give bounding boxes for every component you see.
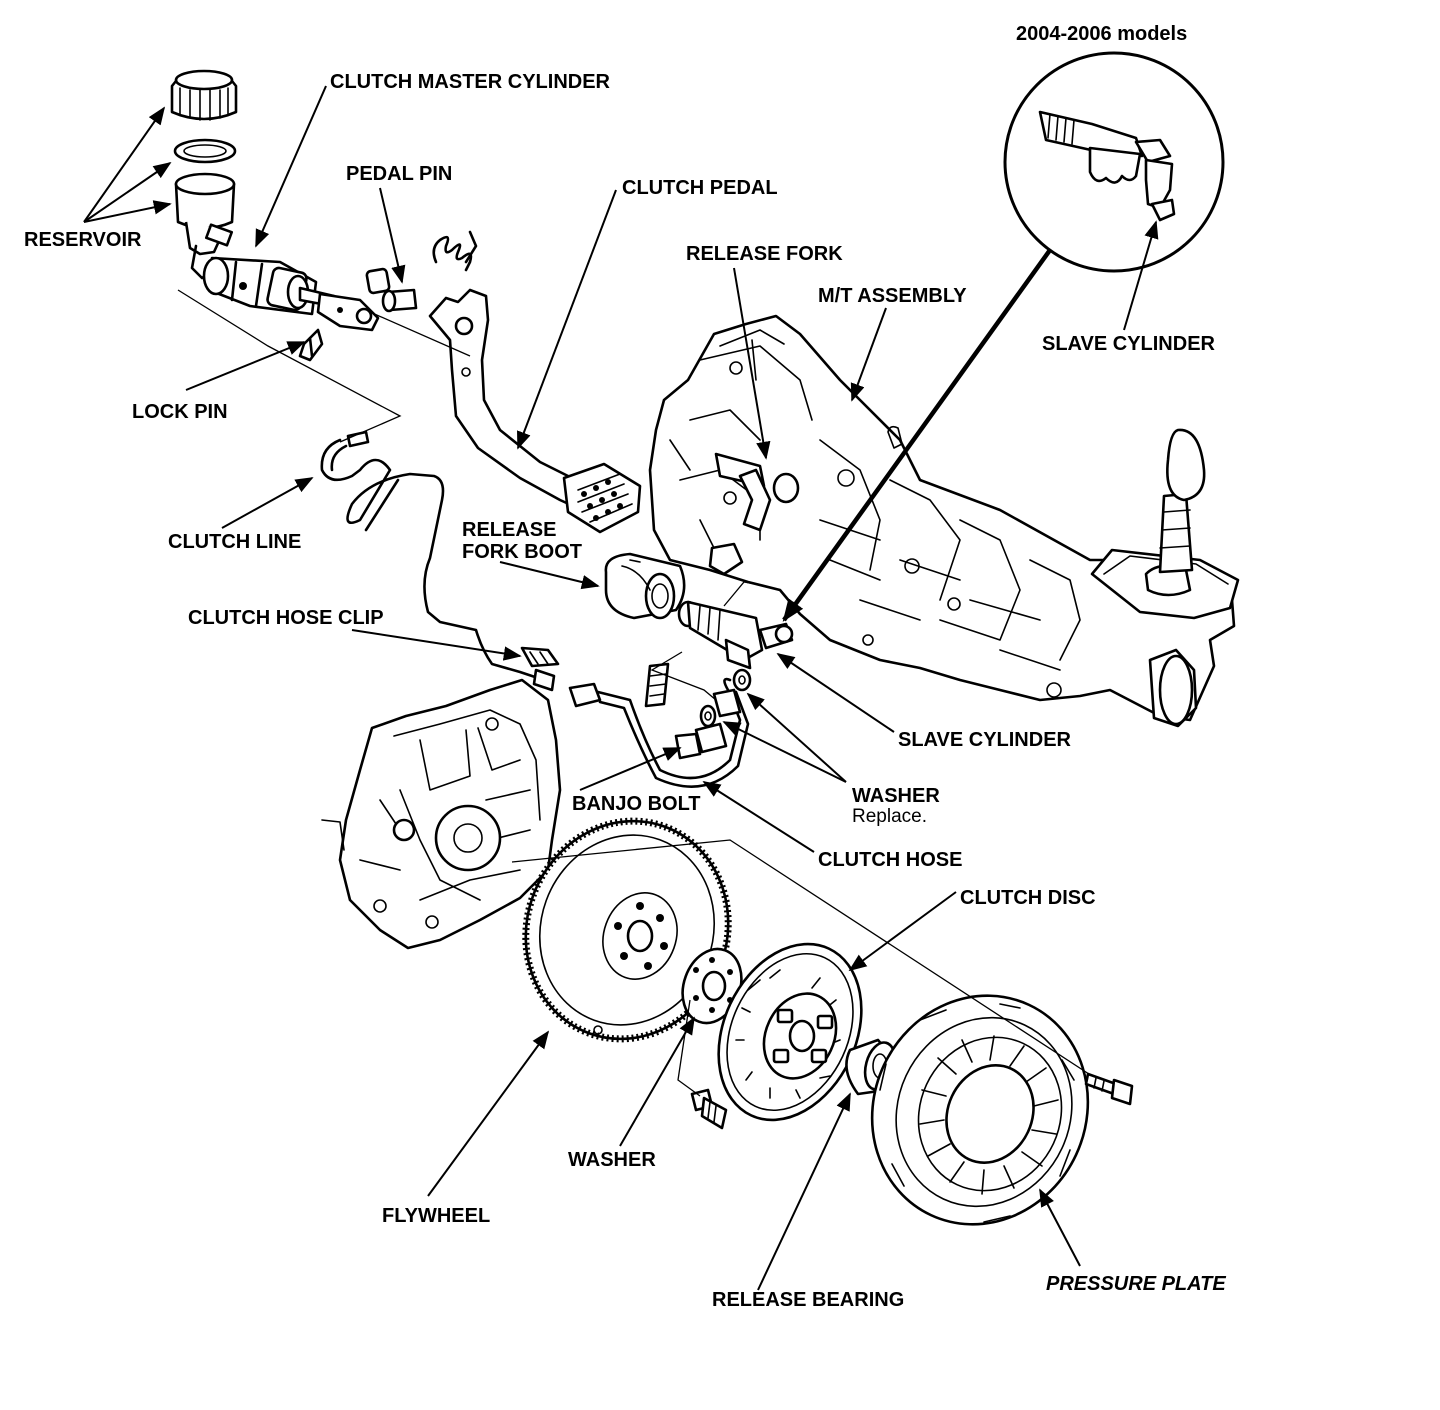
clutch-master-cylinder [202,256,336,316]
flywheel-washer [681,947,743,1025]
label-lock-pin: LOCK PIN [132,401,228,423]
inset-circle [1003,51,1225,273]
part-labels: 2004-2006 models CLUTCH MASTER CYLINDER … [24,23,1226,1311]
pressure-plate-bolt [1084,1072,1134,1106]
label-banjo-bolt: BANJO BOLT [572,793,701,815]
label-clutch-line: CLUTCH LINE [168,531,301,553]
label-release-fork-boot-1: RELEASE [462,519,556,541]
pedal-pin-parts [365,267,418,313]
reservoir-seal [173,138,237,164]
release-fork-boot [604,552,686,620]
label-mt-assembly: M/T ASSEMBLY [818,285,967,307]
slave-cylinder [677,581,794,670]
reservoir-cap [170,69,238,121]
pressure-plate [870,994,1090,1226]
leader-arrows [83,85,1159,1291]
clutch-pedal-spring [432,230,478,272]
label-clutch-hose: CLUTCH HOSE [818,849,962,871]
label-models-note: 2004-2006 models [1016,23,1187,45]
label-release-fork: RELEASE FORK [686,243,843,265]
label-slave-cylinder: SLAVE CYLINDER [898,729,1072,751]
flywheel-bolt [690,1088,728,1130]
clutch-line [320,430,556,692]
label-clutch-pedal: CLUTCH PEDAL [622,177,778,199]
label-release-fork-boot-2: FORK BOOT [462,541,582,563]
label-reservoir: RESERVOIR [24,229,142,251]
label-flywheel: FLYWHEEL [382,1205,490,1227]
transmission-housing [321,678,562,950]
assembly-guide-lines [177,289,1093,1097]
label-clutch-hose-clip: CLUTCH HOSE CLIP [188,607,384,629]
clutch-hose-clip [520,646,560,668]
clutch-hose [568,677,750,788]
label-release-bearing: RELEASE BEARING [712,1289,904,1311]
label-washer: WASHER [568,1149,656,1171]
label-pedal-pin: PEDAL PIN [346,163,452,185]
label-washer-replace: WASHER [852,785,940,807]
label-clutch-disc: CLUTCH DISC [960,887,1096,909]
mt-assembly [648,314,1240,728]
washers [699,668,752,728]
lock-pin [298,328,324,362]
label-replace-note: Replace. [852,806,927,827]
clutch-pedal [428,288,642,534]
label-pressure-plate: PRESSURE PLATE [1046,1273,1226,1295]
pushrod-clevis [316,292,380,332]
inset-pointer-arrow [782,248,1052,622]
label-clutch-master-cylinder: CLUTCH MASTER CYLINDER [330,71,611,93]
label-slave-cylinder-inset: SLAVE CYLINDER [1042,333,1216,355]
